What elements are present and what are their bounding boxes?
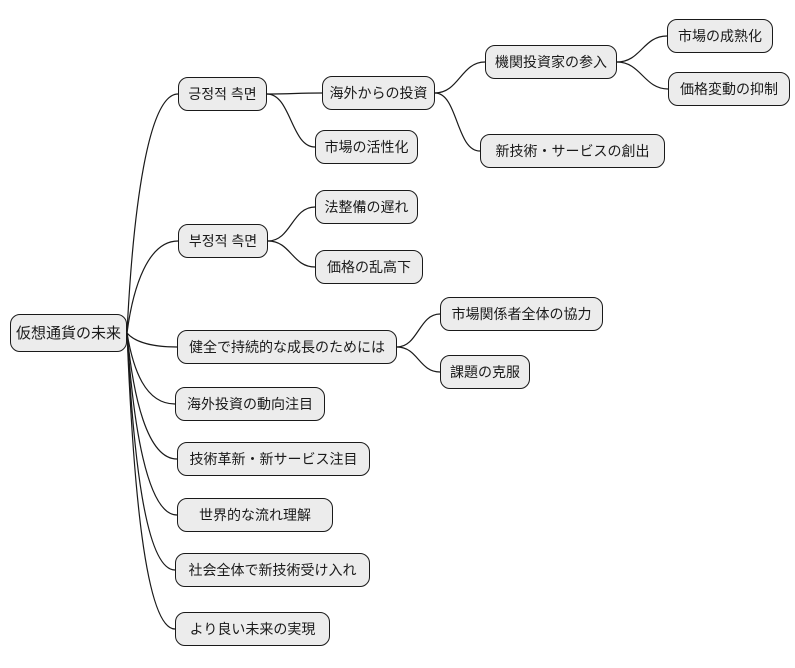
edge-root-overseas-trend: [126, 332, 176, 405]
node-healthy-growth: 健全で持続的な成長のためには: [177, 330, 397, 364]
edge-negative-legal-delay: [267, 206, 316, 242]
edge-root-global-trend: [126, 332, 178, 516]
node-market-maturity: 市場の成熟化: [667, 19, 773, 53]
edge-healthy-overcome-issues: [396, 346, 441, 373]
edge-root-better-future: [126, 332, 176, 630]
node-overcome-issues: 課題の克服: [440, 355, 530, 389]
edge-root-healthy-growth: [126, 332, 178, 348]
node-positive-aspect: 긍정적 측면: [178, 77, 267, 111]
node-new-tech-services: 新技術・サービスの創出: [480, 134, 665, 168]
node-better-future: より良い未来の実現: [175, 612, 330, 646]
node-foreign-investment: 海外からの投資: [322, 76, 435, 110]
edge-foreign-investment-new-services: [434, 92, 481, 152]
edge-positive-foreign-investment: [266, 92, 323, 95]
node-institutional-investors: 機関投資家の参入: [485, 45, 617, 79]
node-price-stability: 価格変動の抑制: [668, 72, 790, 106]
edge-root-negative: [126, 240, 179, 334]
node-root: 仮想通貨の未来: [10, 314, 127, 352]
node-society-accept-new-tech: 社会全体で新技術受け入れ: [175, 553, 370, 587]
node-negative-aspect: 부정적 측면: [178, 224, 268, 258]
node-stakeholder-cooperation: 市場関係者全体の協力: [440, 297, 603, 331]
node-price-volatility: 価格の乱高下: [315, 250, 423, 284]
edge-negative-price-volatility: [267, 240, 316, 268]
edge-institutional-market-maturity: [616, 35, 668, 63]
node-tech-innovation-watch: 技術革新・新サービス注目: [177, 442, 370, 476]
edge-root-tech-innovation: [126, 332, 178, 460]
node-global-trend-understanding: 世界的な流れ理解: [177, 498, 333, 532]
edge-positive-market-activation: [266, 93, 316, 148]
edge-root-positive: [126, 93, 179, 334]
node-market-activation: 市場の活性化: [315, 130, 418, 164]
node-legal-delay: 法整備の遅れ: [315, 190, 418, 224]
edge-healthy-cooperation: [396, 313, 441, 348]
edge-foreign-investment-institutional: [434, 61, 486, 94]
node-overseas-investment-trend: 海外投資の動向注目: [175, 387, 325, 421]
edge-institutional-price-stability: [616, 61, 669, 90]
